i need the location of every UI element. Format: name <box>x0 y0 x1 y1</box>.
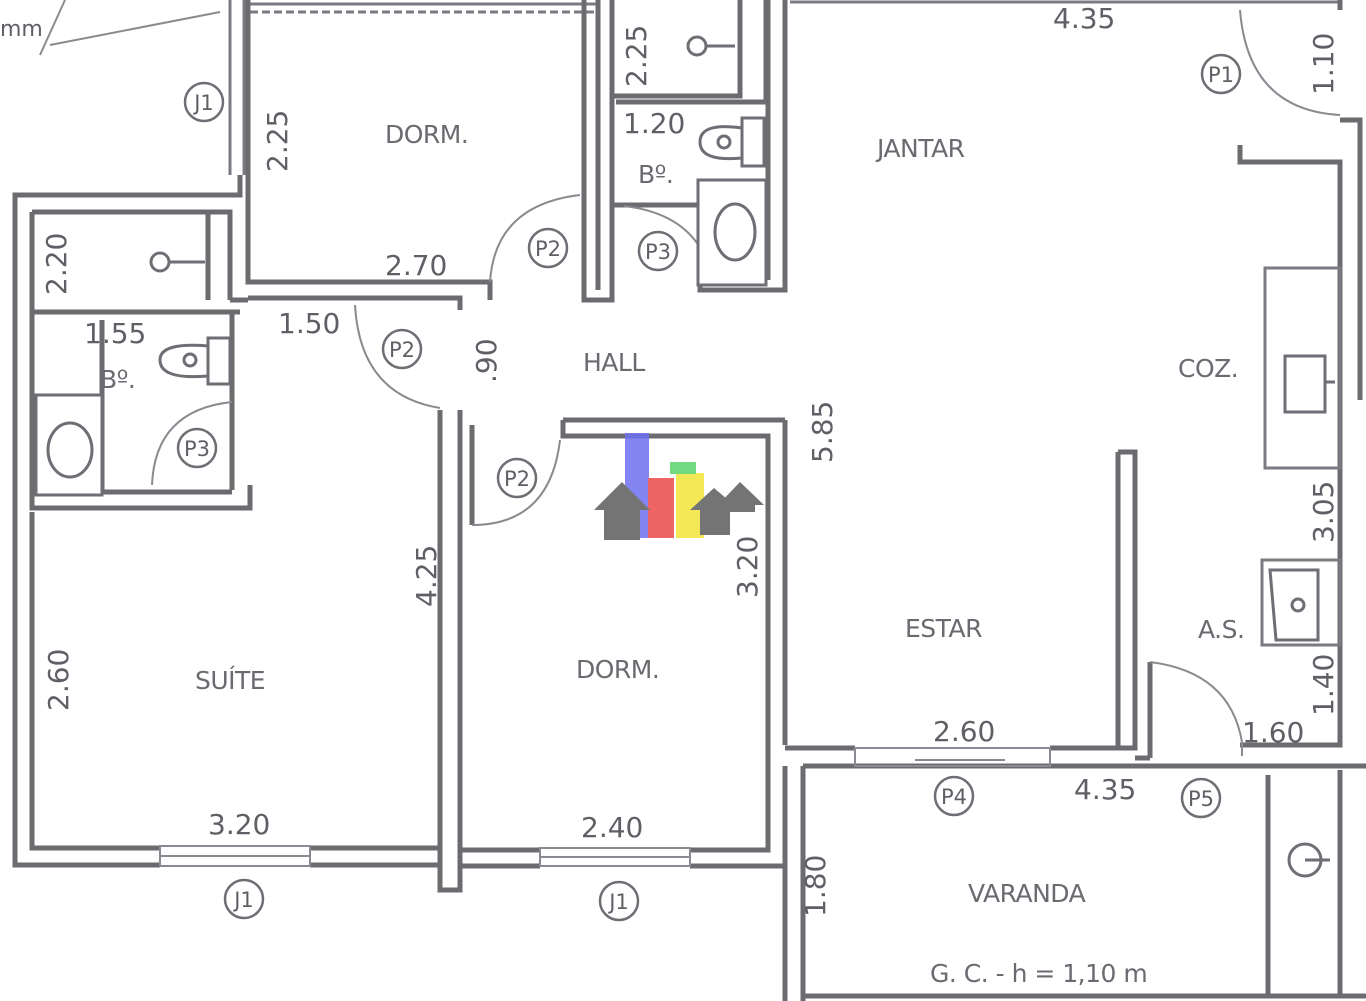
tag-j1-dorm: J1 <box>598 880 640 922</box>
watermark-logo <box>594 433 764 540</box>
dim-240: 2.40 <box>581 811 643 844</box>
laundry-tank-icon <box>1268 568 1320 642</box>
shower-icon-left <box>149 251 205 273</box>
svg-text:J1: J1 <box>607 890 629 914</box>
room-label-jantar: JANTAR <box>875 134 965 163</box>
grade-note: G. C. - h = 1,10 m <box>930 959 1147 988</box>
dim-140: 1.40 <box>1307 654 1340 716</box>
door-swings <box>39 0 1341 756</box>
windows <box>159 747 1051 867</box>
tag-p2-hall: P2 <box>381 328 423 370</box>
dim-260-v: 2.60 <box>42 649 75 711</box>
dim-90: .90 <box>470 338 503 383</box>
varanda-sink-icon <box>1287 842 1330 878</box>
dim-180: 1.80 <box>799 855 832 917</box>
room-label-suite: SUÍTE <box>195 666 265 695</box>
svg-text:P2: P2 <box>389 338 415 362</box>
tag-p2-mid: P2 <box>496 457 538 499</box>
dim-160: 1.60 <box>1242 716 1304 749</box>
dim-585: 5.85 <box>806 401 839 463</box>
dim-305: 3.05 <box>1307 481 1340 543</box>
svg-text:P3: P3 <box>645 240 671 264</box>
fixtures <box>34 35 1335 878</box>
room-label-as: A.S. <box>1198 615 1244 644</box>
opening-tags: J1 P1 P2 P3 P2 P3 P2 P4 P5 J1 J1 <box>176 53 1242 922</box>
logo-bar-green <box>670 462 696 474</box>
shower-icon-top <box>686 35 735 57</box>
dim-225-bath: 2.25 <box>620 25 653 87</box>
dim-270: 2.70 <box>385 249 447 282</box>
toilet-icon-top <box>698 116 766 168</box>
dim-155: 1.55 <box>84 317 146 350</box>
svg-text:J1: J1 <box>232 888 254 912</box>
dim-150: 1.50 <box>278 307 340 340</box>
unit-label: mm <box>0 17 43 42</box>
dim-320-h: 3.20 <box>208 808 270 841</box>
svg-text:P3: P3 <box>184 437 210 461</box>
room-label-hall: HALL <box>583 348 645 377</box>
svg-text:J1: J1 <box>192 91 214 115</box>
dim-320-v: 3.20 <box>731 536 764 598</box>
room-label-bath-top: Bº. <box>638 160 673 189</box>
sink-icon-top <box>696 178 768 287</box>
svg-text:P4: P4 <box>941 785 967 809</box>
room-label-dorm-top: DORM. <box>385 120 468 149</box>
room-label-dorm-mid: DORM. <box>576 655 659 684</box>
dim-260-h: 2.60 <box>933 715 995 748</box>
tag-p1: P1 <box>1200 53 1242 95</box>
dim-435-bot: 4.35 <box>1074 773 1136 806</box>
room-label-estar: ESTAR <box>905 614 982 643</box>
tag-p5: P5 <box>1180 777 1222 819</box>
dim-120: 1.20 <box>623 107 685 140</box>
room-label-bath-left: Bº. <box>100 365 135 394</box>
room-label-coz: COZ. <box>1178 354 1238 383</box>
sink-icon-left <box>34 393 104 497</box>
logo-house-left <box>594 482 650 540</box>
svg-text:P1: P1 <box>1208 63 1234 87</box>
svg-text:P2: P2 <box>535 237 561 261</box>
dim-225-left: 2.25 <box>261 110 294 172</box>
toilet-icon-left <box>158 336 232 386</box>
tag-p3-top: P3 <box>637 230 679 272</box>
logo-bar-red <box>648 478 674 538</box>
tag-p2-top: P2 <box>527 227 569 269</box>
dim-435-top: 4.35 <box>1053 2 1115 35</box>
dim-220: 2.20 <box>40 233 73 295</box>
kitchen-sink-icon <box>1283 354 1335 414</box>
logo-house-far-right <box>718 482 764 512</box>
room-labels: DORM. JANTAR Bº. Bº. HALL COZ. SUÍTE DOR… <box>100 120 1245 988</box>
room-label-varanda: VARANDA <box>968 879 1086 908</box>
tag-j1-suite: J1 <box>223 878 265 920</box>
tag-j1-top: J1 <box>183 81 225 123</box>
dim-425: 4.25 <box>410 545 443 607</box>
dim-110: 1.10 <box>1307 33 1340 95</box>
dimension-labels: mm 4.35 1.10 2.25 2.25 1.20 2.70 2.20 1.… <box>0 2 1340 917</box>
tag-p4: P4 <box>933 775 975 817</box>
svg-text:P5: P5 <box>1188 787 1214 811</box>
svg-text:P2: P2 <box>504 467 530 491</box>
tag-p3-left: P3 <box>176 427 218 469</box>
